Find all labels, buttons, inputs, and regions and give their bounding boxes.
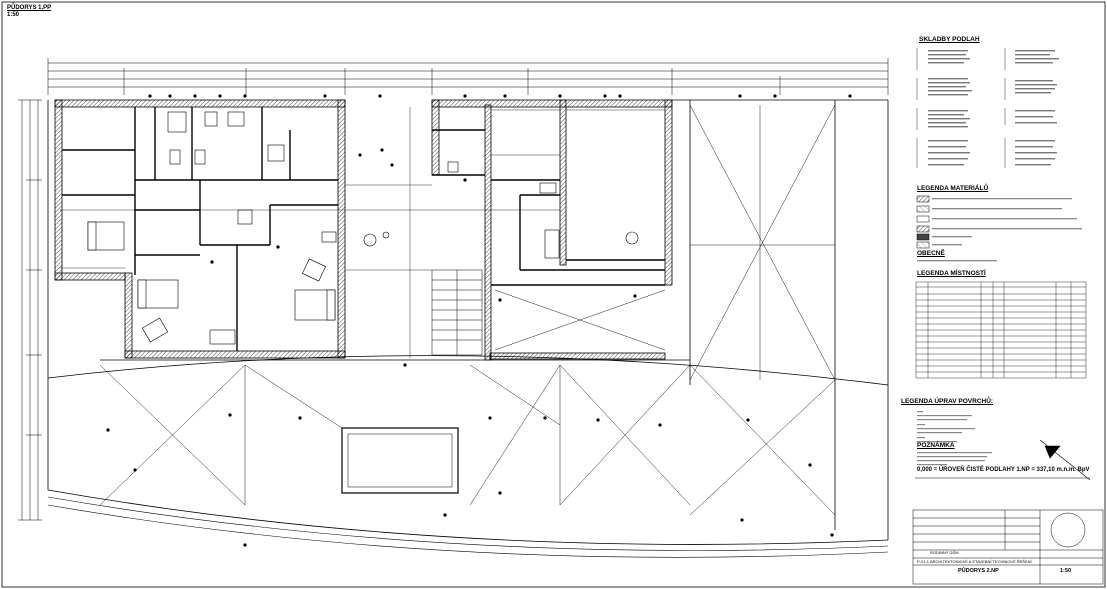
legend-floors-title: SKLADBY PODLAH <box>919 36 980 43</box>
notes-title: POZNÁMKA <box>917 442 955 449</box>
title-block-part: P-01-1 ARCHITEKTONICKÉ A STAVEBNÍ TECHNI… <box>917 559 1032 564</box>
drawing-scale: 1:50 <box>7 12 20 18</box>
legend-surfaces-title: LEGENDA ÚPRAV POVRCHŮ: <box>901 398 994 405</box>
drawing-title: PŮDORYS 1.PP <box>7 5 52 11</box>
legend-rooms-title: LEGENDA MÍSTNOSTÍ <box>917 270 986 277</box>
title-block-scale: 1:50 <box>1060 568 1072 574</box>
legend-general-title: OBECNĚ <box>917 250 945 257</box>
level-note: 0,000 = ÚROVEŇ ČISTÉ PODLAHY 1.NP = 337,… <box>917 467 1090 473</box>
drawing-header: PŮDORYS 1.PP 1:50 <box>7 5 51 19</box>
title-block-drawing-name: PŮDORYS 2.NP <box>958 568 999 574</box>
title-block-project: RODINNÝ DŮM <box>930 550 959 555</box>
legend-materials-title: LEGENDA MATERIÁLŮ <box>917 185 989 192</box>
